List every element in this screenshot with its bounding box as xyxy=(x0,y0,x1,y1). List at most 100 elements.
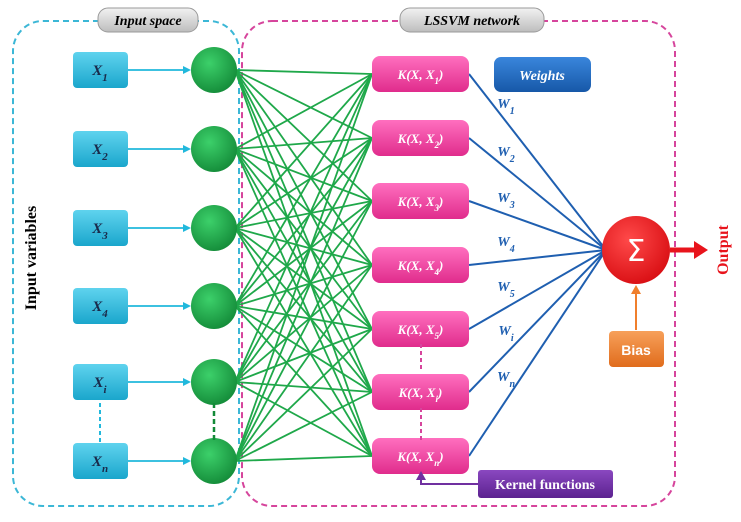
kernel-box-shape xyxy=(372,247,469,283)
connection-line xyxy=(234,305,373,457)
kernel-box-shape xyxy=(372,311,469,347)
weight-label: W3 xyxy=(497,191,514,211)
kernel-label-subscript: 1 xyxy=(435,76,440,86)
weight-line xyxy=(468,249,607,457)
kernel-box: K(X, X3) xyxy=(372,183,469,219)
input-space-group xyxy=(12,20,240,507)
input-box: X4 xyxy=(73,288,128,324)
connection-line xyxy=(234,200,373,229)
input-node xyxy=(191,283,237,329)
weight-label: W5 xyxy=(497,280,514,300)
input-space-label: Input space xyxy=(113,14,181,29)
weight-label: W2 xyxy=(497,145,514,165)
weight-label-base: W xyxy=(497,97,511,112)
connection-line xyxy=(234,227,373,330)
weight-label-subscript: 2 xyxy=(509,154,515,165)
connection-line xyxy=(234,200,373,383)
kernel-box-shape xyxy=(372,438,469,474)
bias-label: Bias xyxy=(621,342,651,358)
kernel-box: K(X, Xi) xyxy=(372,374,469,410)
connection-line xyxy=(234,137,373,383)
kernel-label-subscript: 3 xyxy=(434,203,440,213)
output-label: Output xyxy=(715,224,732,274)
kernel-sum-connections xyxy=(468,73,607,457)
weight-label-subscript: 1 xyxy=(510,106,515,117)
weight-label-subscript: i xyxy=(511,333,514,344)
input-node xyxy=(191,126,237,172)
input-label-base: X xyxy=(91,299,103,315)
connection-line xyxy=(234,227,373,393)
kernel-box: K(X, X5) xyxy=(372,311,469,347)
connection-line xyxy=(234,381,373,457)
weight-line xyxy=(468,249,607,393)
kernel-label-base: K(X, X xyxy=(397,258,435,273)
input-nodes xyxy=(191,47,237,484)
input-node xyxy=(191,205,237,251)
connection-line xyxy=(234,264,373,383)
input-node xyxy=(191,438,237,484)
input-label-base: X xyxy=(91,454,103,470)
weight-line xyxy=(468,73,607,251)
connection-line xyxy=(234,73,373,150)
lssvm-network-title: LSSVM network xyxy=(399,7,545,33)
input-label-subscript: 4 xyxy=(101,308,108,320)
kernel-box: K(X, Xn) xyxy=(372,438,469,474)
connection-line xyxy=(234,264,373,307)
kernel-box-shape xyxy=(372,56,469,92)
connection-line xyxy=(234,73,373,462)
kernel-label-subscript: 2 xyxy=(434,140,440,150)
weight-line xyxy=(468,137,607,251)
kernel-label-base: K(X, X xyxy=(397,194,435,209)
connection-line xyxy=(234,137,373,462)
kernel-label: K(X, X4) xyxy=(397,258,444,277)
input-label: X2 xyxy=(91,142,108,163)
weight-label-subscript: 5 xyxy=(510,289,515,300)
input-label-base: X xyxy=(91,63,103,79)
input-box-shape xyxy=(73,364,128,400)
kernel-box: K(X, X4) xyxy=(372,247,469,283)
connection-line xyxy=(234,200,373,307)
input-label-subscript: 2 xyxy=(101,151,108,163)
kernel-label: K(X, X5) xyxy=(397,322,444,341)
input-label-subscript: i xyxy=(103,384,107,396)
weight-label-base: W xyxy=(497,370,511,385)
kernel-label-close: ) xyxy=(437,385,442,400)
connection-line xyxy=(234,137,373,150)
input-arrow-head xyxy=(183,302,191,310)
output-arrow xyxy=(670,241,708,259)
kernel-label-base: K(X, X xyxy=(397,67,435,82)
weight-label: W1 xyxy=(497,97,514,117)
input-label-base: X xyxy=(91,142,103,158)
connection-line xyxy=(234,391,373,462)
input-label: Xi xyxy=(92,375,107,396)
input-box: Xn xyxy=(73,443,128,479)
input-box: X1 xyxy=(73,52,128,88)
connection-line xyxy=(234,137,373,307)
connection-line xyxy=(234,69,373,202)
input-label: X1 xyxy=(91,63,108,84)
kernel-label-base: K(X, X xyxy=(396,449,434,464)
kernel-box: K(X, X1) xyxy=(372,56,469,92)
kernel-label-subscript: 4 xyxy=(434,267,440,277)
input-arrow-head xyxy=(183,145,191,153)
input-box-shape xyxy=(73,288,128,324)
input-label-subscript: n xyxy=(102,463,108,475)
connection-line xyxy=(234,381,373,393)
input-arrow-head xyxy=(183,378,191,386)
weight-label-base: W xyxy=(497,235,511,250)
kernel-label-subscript: 5 xyxy=(435,331,440,341)
kernel-label-close: ) xyxy=(438,67,443,82)
input-arrow-head xyxy=(183,66,191,74)
connection-line xyxy=(234,73,373,383)
input-label: Xn xyxy=(91,454,108,475)
weight-line xyxy=(468,200,607,251)
input-box: Xi xyxy=(73,364,128,400)
connection-line xyxy=(234,69,373,75)
kernel-label-close: ) xyxy=(438,258,443,273)
bias-box: Bias xyxy=(609,285,664,367)
kernel-box: K(X, X2) xyxy=(372,120,469,156)
weight-line xyxy=(468,249,607,330)
kernel-label-close: ) xyxy=(438,194,443,209)
input-arrow-head xyxy=(183,224,191,232)
